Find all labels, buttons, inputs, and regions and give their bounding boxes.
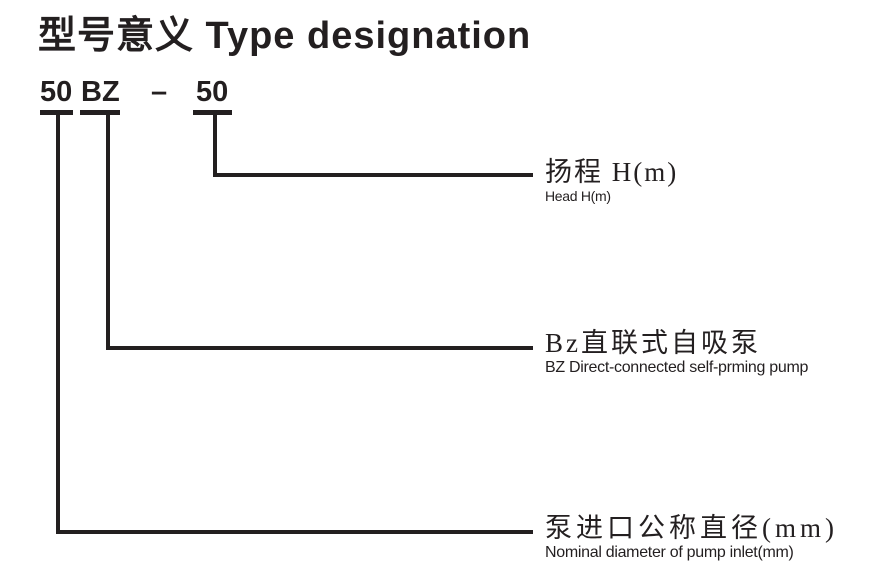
connector-vertical-head (213, 110, 217, 177)
code-part-series: BZ (81, 76, 120, 108)
code-separator-dash: – (151, 76, 168, 108)
code-part-inlet-diameter: 50 (40, 76, 73, 108)
label-series: Bz直联式自吸泵 BZ Direct-connected self-prming… (545, 328, 809, 376)
underline-tick-series (80, 110, 120, 115)
label-series-chinese: Bz直联式自吸泵 (545, 328, 761, 358)
connector-vertical-series (106, 110, 110, 350)
underline-tick-head (193, 110, 232, 115)
label-head-english: Head H(m) (545, 187, 611, 204)
code-part-head: 50 (196, 76, 229, 108)
label-inlet: 泵进口公称直径(mm) Nominal diameter of pump inl… (545, 513, 838, 561)
page-title: 型号意义 Type designation (38, 15, 532, 57)
label-head-chinese: 扬程 H(m) (545, 157, 679, 187)
label-series-english: BZ Direct-connected self-prming pump (545, 358, 809, 376)
label-head: 扬程 H(m) Head H(m) (545, 157, 679, 204)
label-inlet-chinese: 泵进口公称直径(mm) (545, 513, 838, 543)
label-inlet-english: Nominal diameter of pump inlet(mm) (545, 543, 794, 561)
connector-horizontal-series (106, 346, 533, 350)
connector-vertical-inlet (56, 110, 60, 534)
connector-horizontal-head (213, 173, 533, 177)
connector-horizontal-inlet (56, 530, 533, 534)
